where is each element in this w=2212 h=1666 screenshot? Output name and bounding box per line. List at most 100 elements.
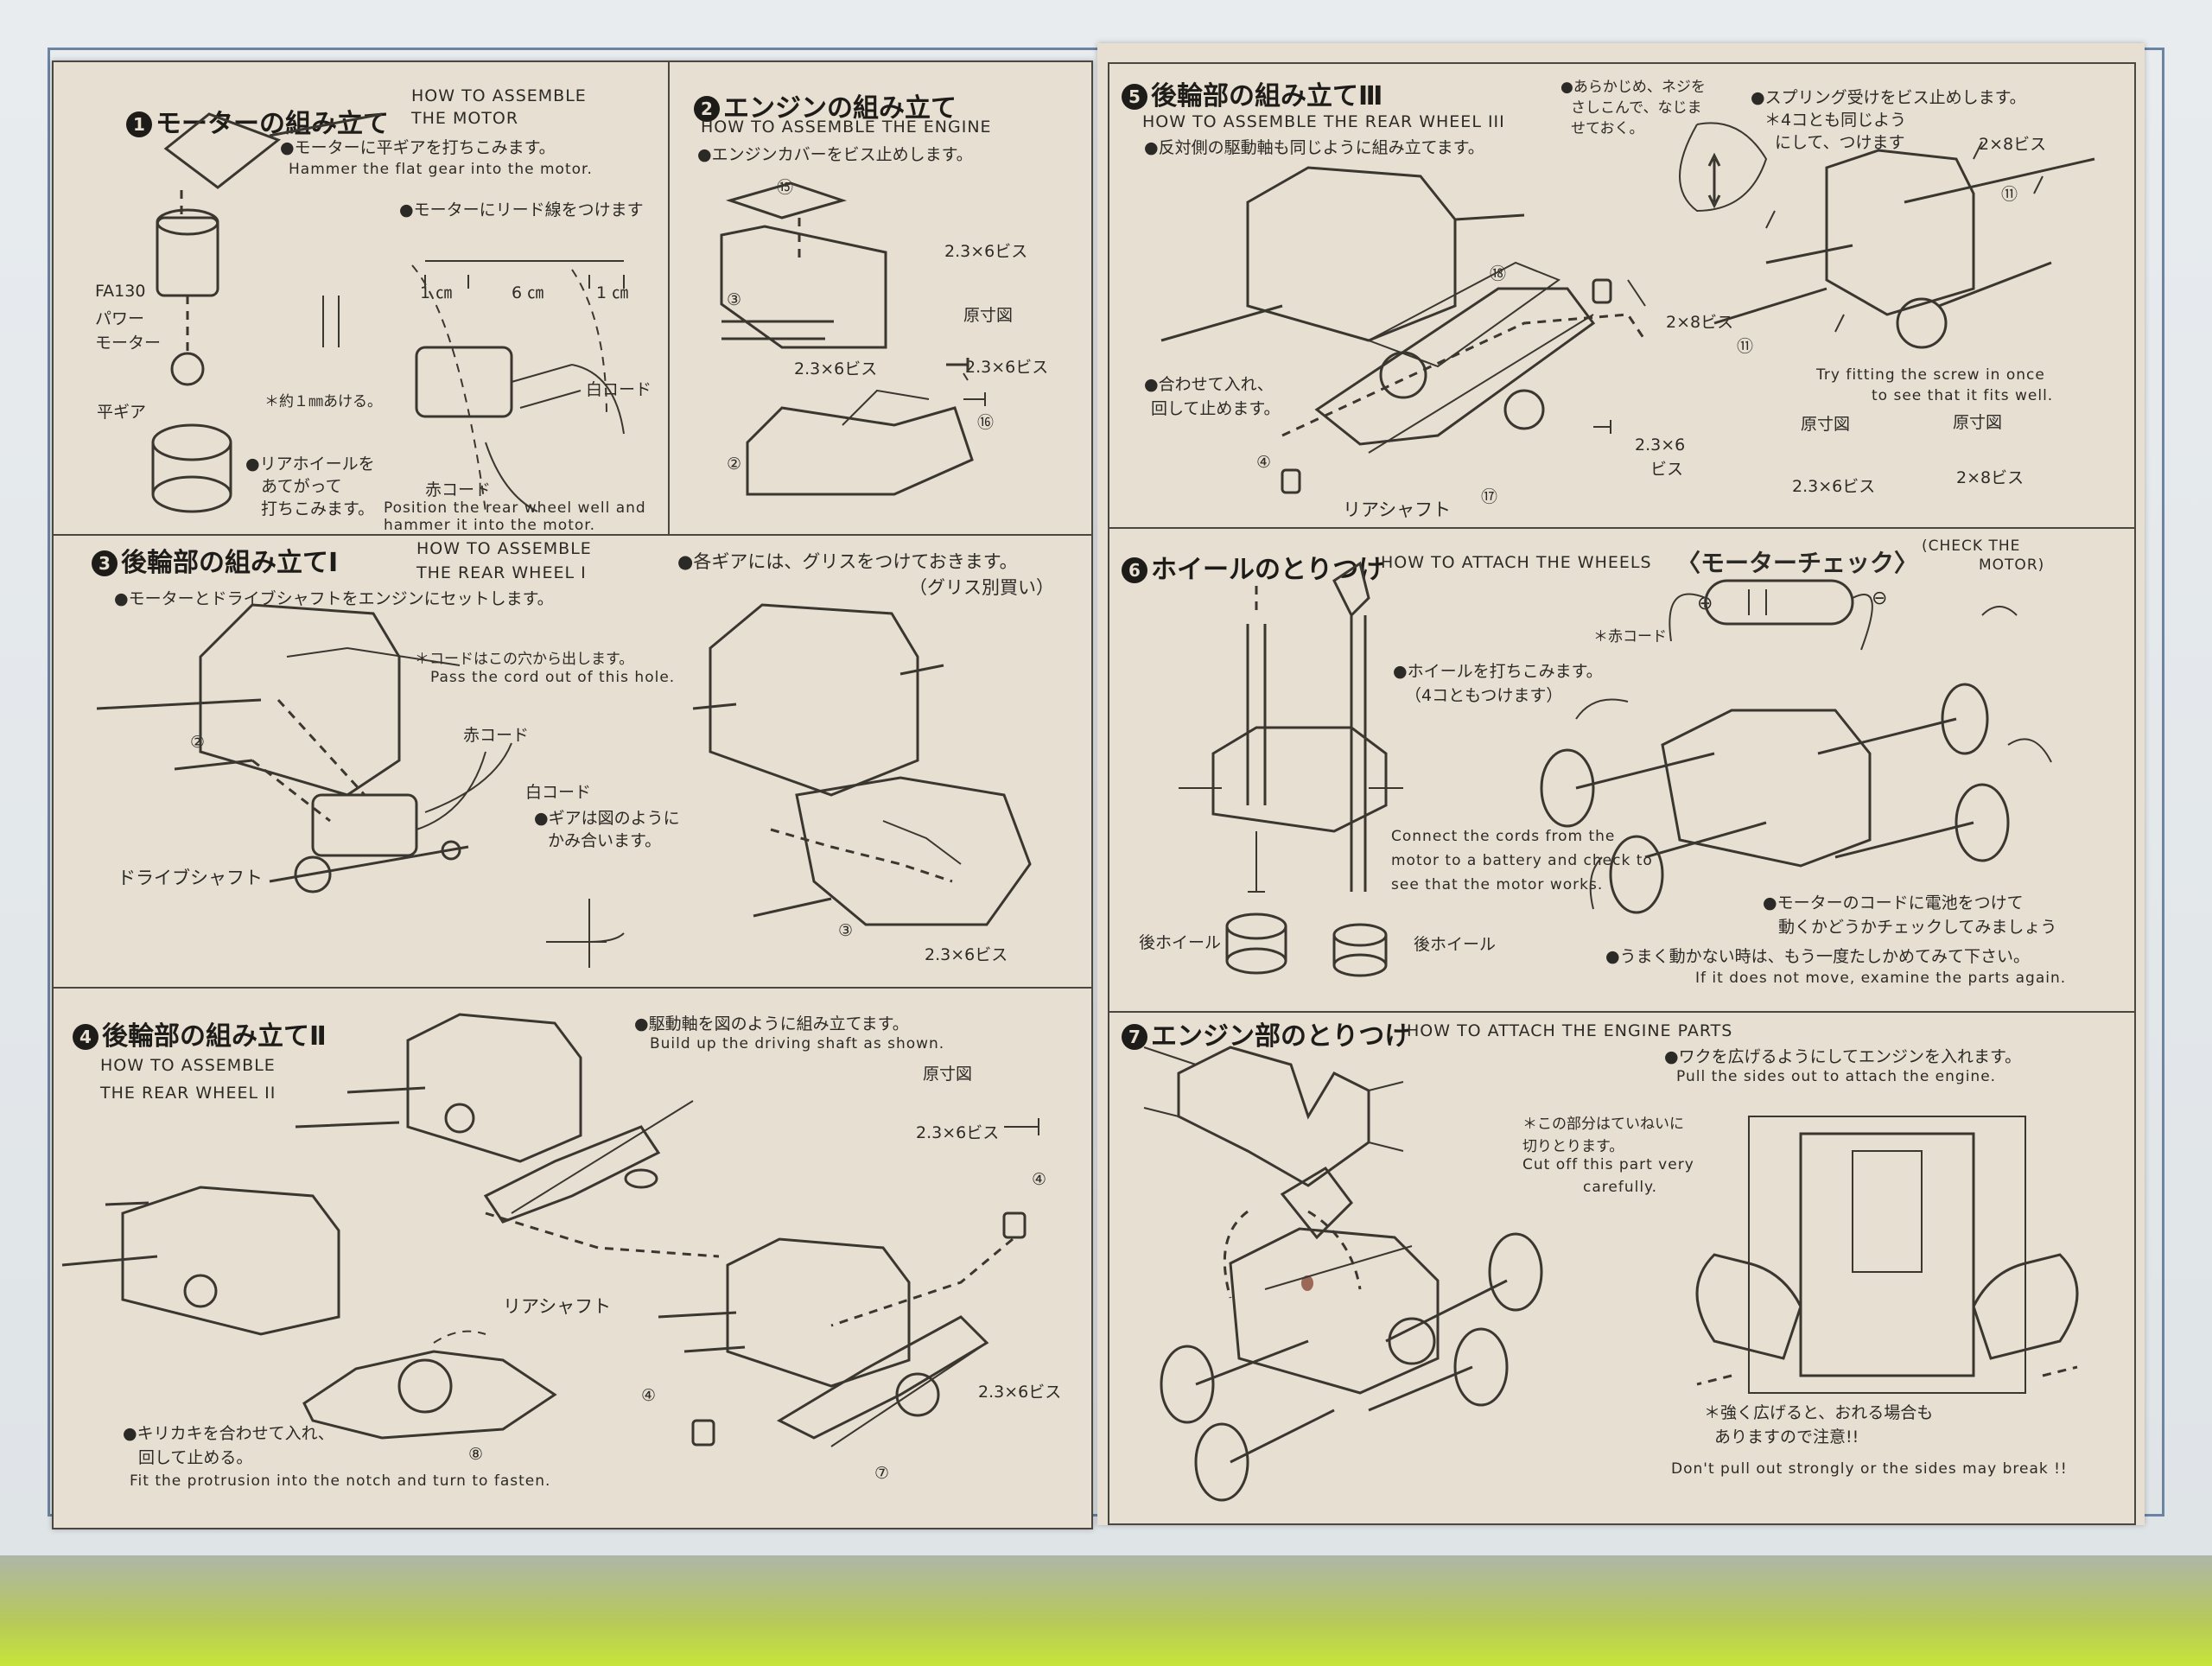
- step-7-cut-2: 切りとります。: [1522, 1138, 1624, 1155]
- step-1-wheel-note-2: あてがって: [261, 477, 342, 496]
- step-5-actual-b: 原寸図: [1953, 413, 2003, 432]
- table-surface: [0, 1555, 2212, 1666]
- step-2-part-3: ③: [727, 290, 742, 309]
- step-1-dim-1: 1 ㎝: [420, 283, 453, 302]
- step-4-part-7: ⑦: [874, 1464, 890, 1483]
- step-1-note-jp: ●モーターに平ギアを打ちこみます。: [280, 138, 556, 157]
- engine-attach-illustration: [1143, 1046, 2079, 1502]
- step-1-en-title-1: HOW TO ASSEMBLE: [411, 86, 587, 105]
- step-5-size-a: 2.3×6ビス: [1792, 477, 1876, 496]
- step-6-rear-wheel-b: 後ホイール: [1414, 935, 1497, 954]
- step-6-check-jp: 〈モーターチェック〉: [1676, 549, 1919, 577]
- wheels-attach-illustration: [1179, 561, 2052, 977]
- step-7-widen-jp: ●ワクを広げるようにしてエンジンを入れます。: [1664, 1047, 2022, 1066]
- step-3-note-jp: ●モーターとドライブシャフトをエンジンにセットします。: [114, 589, 554, 608]
- step-4-screw: 2.3×6ビス: [916, 1123, 1000, 1142]
- step-1-wheel-en-1: Position the rear wheel well and: [384, 499, 646, 517]
- step-3-grease-1: ●各ギアには、グリスをつけておきます。: [677, 551, 1018, 572]
- step-6-red-cord: ＊赤コード: [1593, 628, 1667, 645]
- step-3-gear-note-1: ●ギアは図のように: [534, 809, 680, 828]
- step-6-connect-2: motor to a battery and check to: [1391, 852, 1653, 869]
- step-4-part-4a: ④: [1032, 1170, 1047, 1189]
- step-5-part-11a: ⑪: [2001, 185, 2018, 204]
- step-5-screw-2x8-a: 2×8ビス: [1979, 135, 2047, 154]
- step-2-note-jp: ●エンジンカバーをビス止めします。: [697, 145, 973, 164]
- step-1-motor-label-2: パワー: [95, 309, 145, 328]
- step-6-hammer-1: ●ホイールを打ちこみます。: [1393, 662, 1603, 681]
- step-3-cord-en: Pass the cord out of this hole.: [430, 669, 676, 686]
- step-1-red-cord: 赤コード: [425, 480, 492, 499]
- step-1-gap-note: ＊約１㎜あける。: [264, 393, 382, 410]
- step-5-size-b: 2×8ビス: [1956, 468, 2024, 487]
- step-7-warn-2: ありますので注意!!: [1714, 1428, 1859, 1447]
- step-5-spring-1: ●スプリング受けをビス止めします。: [1751, 88, 2026, 107]
- step-3-white-cord: 白コード: [525, 783, 592, 802]
- step-6-rear-wheel-a: 後ホイール: [1139, 933, 1222, 952]
- step-5-note-jp: ●反対側の駆動軸も同じように組み立てます。: [1144, 138, 1484, 157]
- step-5-pre-3: せておく。: [1571, 120, 1644, 137]
- step-7-warn-en: Don't pull out strongly or the sides may…: [1671, 1460, 2068, 1478]
- step-5-screw-23: 2.3×6: [1635, 436, 1686, 455]
- step-3-en-title-2: THE REAR WHEEL I: [416, 563, 587, 582]
- step-5-rear-shaft: リアシャフト: [1343, 499, 1452, 520]
- step-6-retry-jp: ●うまく動かない時は、もう一度たしかめてみて下さい。: [1605, 947, 2031, 966]
- step-6-connect-1: Connect the cords from the: [1391, 828, 1616, 845]
- step-6-battery-1: ●モーターのコードに電池をつけて: [1763, 893, 2024, 912]
- step-3-cord-jp: ＊コードはこの穴から出します。: [415, 651, 634, 668]
- step-1-wheel-note-3: 打ちこみます。: [261, 499, 375, 518]
- step-4-notch-jp-1: ●キリカキを合わせて入れ、: [123, 1424, 334, 1443]
- step-3-en-title-1: HOW TO ASSEMBLE: [416, 539, 592, 558]
- step-4-part-8: ⑧: [468, 1445, 484, 1464]
- step-6-battery-2: 動くかどうかチェックしてみましょう: [1778, 918, 2057, 937]
- step-1-wheel-note-1: ●リアホイールを: [245, 455, 375, 474]
- step-1-white-cord: 白コード: [586, 380, 652, 399]
- step-1-dim-2: 6 ㎝: [512, 283, 544, 302]
- step-2-screw-3: 2.3×6ビス: [965, 358, 1049, 377]
- step-2-actual-size: 原寸図: [963, 306, 1014, 325]
- step-4-part-4b: ④: [641, 1386, 657, 1405]
- step-4-notch-en: Fit the protrusion into the notch and tu…: [130, 1472, 551, 1490]
- step-7-en-title: HOW TO ATTACH THE ENGINE PARTS: [1407, 1021, 1733, 1040]
- step-2-part-16: ⑯: [977, 413, 995, 432]
- step-5-part-4: ④: [1256, 453, 1272, 472]
- step-3-grease-2: （グリス別買い）: [909, 577, 1054, 598]
- step-1-motor-label-1: FA130: [95, 282, 146, 301]
- step-7-cut-1: ＊この部分はていねいに: [1522, 1116, 1684, 1133]
- motor-assembly-illustration: [151, 112, 625, 513]
- step-3-gear-note-2: かみ合います。: [548, 831, 662, 850]
- step-3-part-3: ③: [838, 921, 854, 940]
- step-7-cut-4: carefully.: [1583, 1179, 1658, 1196]
- step-7-cut-3: Cut off this part very: [1522, 1156, 1694, 1173]
- step-1-lead-note: ●モーターにリード線をつけます: [399, 200, 644, 219]
- step-4-actual-size: 原寸図: [923, 1065, 973, 1084]
- step-5-screw-2x8-b: 2×8ビス: [1666, 313, 1734, 332]
- step-4-note-en: Build up the driving shaft as shown.: [650, 1035, 945, 1052]
- step-5-actual-a: 原寸図: [1801, 415, 1851, 434]
- step-4-screw-2: 2.3×6ビス: [978, 1383, 1062, 1402]
- step-7-warn-1: ＊強く広げると、おれる場合も: [1704, 1403, 1934, 1422]
- step-6-check-en-2: MOTOR): [1979, 556, 2045, 574]
- step-5-screw-bis: ビス: [1650, 460, 1684, 479]
- step-1-gear-label: 平ギア: [97, 403, 147, 422]
- rear-wheel-3-illustration: [1160, 122, 2095, 494]
- step-5-part-11b: ⑪: [1737, 337, 1754, 356]
- step-6-connect-3: see that the motor works.: [1391, 876, 1604, 893]
- step-5-try-1: Try fitting the screw in once: [1816, 366, 2045, 384]
- step-1-note-en: Hammer the flat gear into the motor.: [289, 161, 593, 178]
- step-5-pre-1: ●あらかじめ、ネジを: [1560, 79, 1706, 96]
- step-4-notch-jp-2: 回して止める。: [138, 1448, 253, 1467]
